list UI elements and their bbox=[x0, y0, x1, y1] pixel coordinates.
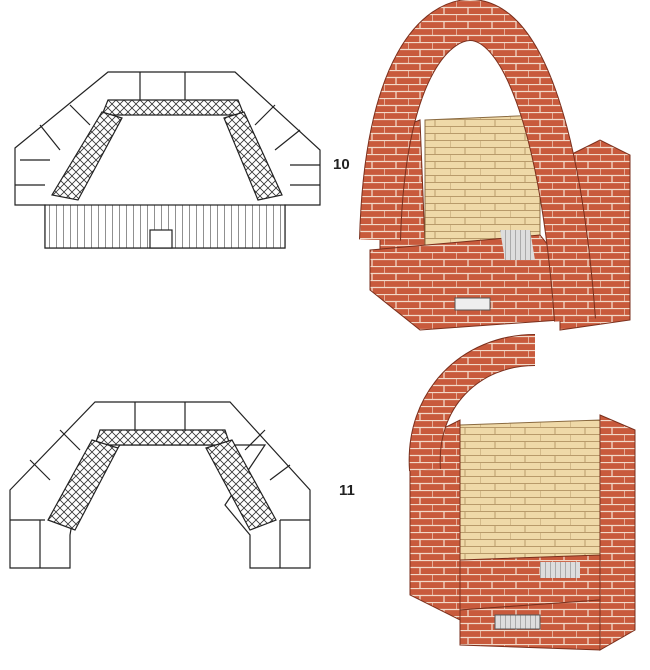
figure-label-11: 11 bbox=[339, 482, 355, 499]
fireplace-illustration-10 bbox=[359, 0, 631, 331]
fireplace-illustration-11 bbox=[408, 334, 636, 651]
plan-drawing-10 bbox=[14, 71, 321, 249]
figure-label-10: 10 bbox=[333, 156, 350, 173]
plan-drawing-11 bbox=[9, 401, 311, 569]
